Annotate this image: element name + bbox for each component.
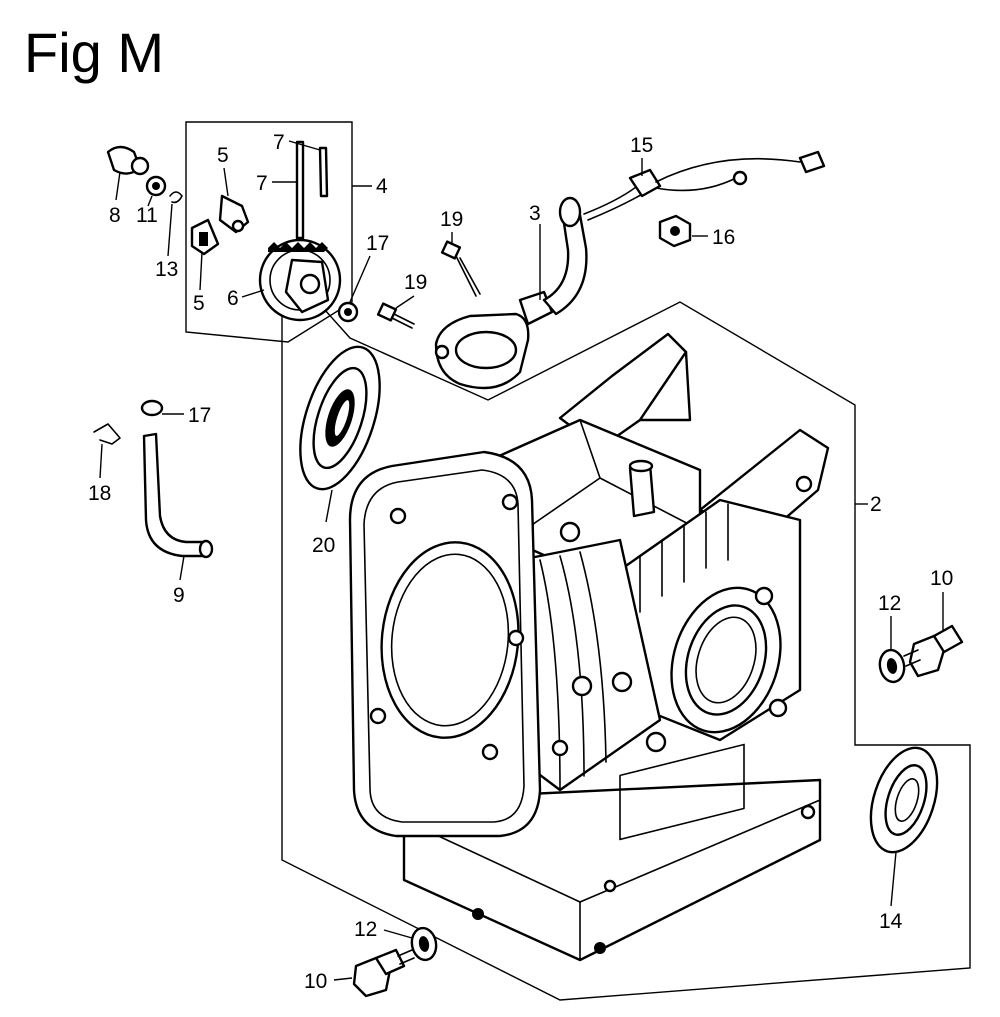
crankcase-group-outline: [281, 260, 971, 1001]
callout-10b: 10: [304, 970, 327, 993]
leader-17a: [349, 255, 371, 303]
leader-12b: [383, 929, 413, 939]
part-14-oil-seal: [869, 746, 939, 854]
part-17-washer-lower: [140, 399, 164, 417]
part-15-wire-harness: [583, 150, 826, 221]
part-11-washer: [130, 156, 167, 197]
part-5-governor-slider: [190, 218, 220, 256]
callout-7a: 7: [273, 131, 285, 154]
callout-12a: 12: [878, 592, 901, 615]
callout-15: 15: [630, 134, 653, 157]
leader-5a: [223, 167, 229, 197]
callout-17b: 17: [188, 404, 211, 427]
callout-11: 11: [136, 204, 158, 227]
part-18-clip: [93, 423, 121, 445]
callout-20: 20: [312, 534, 335, 557]
leader-5b: [199, 251, 203, 291]
figure-title: Fig M: [24, 21, 164, 84]
callout-14: 14: [879, 910, 903, 933]
callout-5a: 5: [217, 144, 229, 167]
part-19-bolt-upper: [440, 240, 481, 297]
callout-4: 4: [376, 175, 388, 198]
part-12-washer-lower: [410, 926, 438, 962]
callout-12b: 12: [354, 918, 377, 941]
callout-19a: 19: [440, 208, 463, 231]
callout-5b: 5: [193, 292, 205, 315]
callout-6: 6: [227, 287, 239, 310]
leader-19b: [395, 295, 415, 309]
leader-10b: [333, 977, 353, 981]
part-13-clip: [169, 191, 183, 204]
leader-8: [115, 171, 121, 201]
leader-7a: [288, 140, 321, 151]
callout-13: 13: [155, 258, 178, 281]
part-17-washer-upper: [337, 301, 359, 323]
part-5-governor-arm-upper: [218, 194, 250, 234]
part-10-drain-bolt-lower: [352, 948, 415, 998]
leader-20: [325, 489, 333, 523]
leader-14: [890, 851, 897, 907]
part-10-drain-bolt-right: [903, 624, 964, 678]
callout-10a: 10: [930, 567, 953, 590]
leader-6: [241, 289, 265, 298]
governor-group-outline: [185, 121, 353, 343]
part-9-shaft: [142, 432, 214, 559]
part-20-bearing: [299, 345, 381, 491]
part-7-pins: [295, 140, 329, 240]
callout-2: 2: [870, 493, 882, 516]
callout-9: 9: [173, 584, 185, 607]
part-3-oil-switch: [434, 196, 588, 390]
leader-11: [147, 195, 153, 207]
callout-8: 8: [109, 204, 121, 227]
part-12-washer-right: [878, 648, 906, 684]
part-6-governor-gear: [258, 238, 342, 322]
leader-9: [179, 555, 185, 581]
leader-13: [167, 203, 173, 257]
part-2-crankcase: [348, 332, 830, 962]
part-16-nut: [658, 214, 692, 248]
callout-3: 3: [529, 202, 541, 225]
callout-17a: 17: [366, 232, 389, 255]
leader-18: [99, 443, 103, 479]
callout-7b: 7: [256, 172, 268, 195]
callout-18: 18: [88, 482, 111, 505]
callout-16: 16: [712, 226, 735, 249]
callout-19b: 19: [404, 271, 427, 294]
part-19-bolt-lower: [376, 302, 415, 329]
